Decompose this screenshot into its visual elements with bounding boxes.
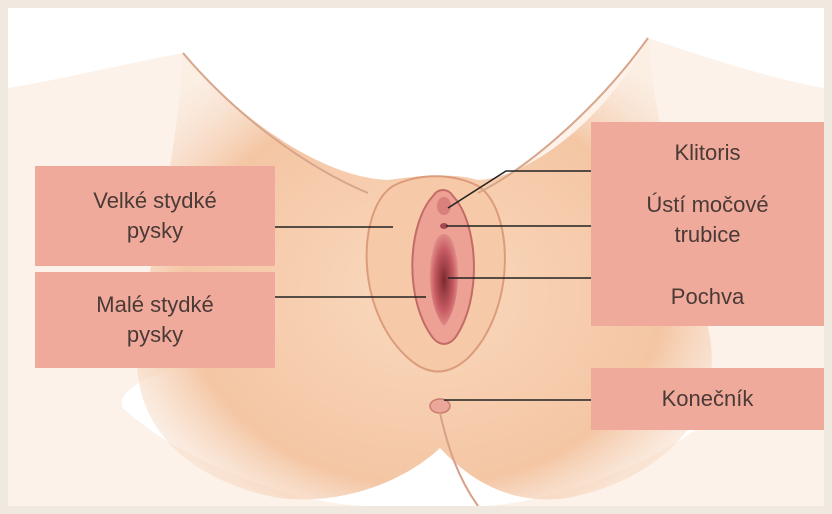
label-urethral-opening: Ústí močové trubice <box>591 172 824 268</box>
label-anus-text: Konečník <box>662 384 754 414</box>
label-inner-labia-line1: Malé stydké <box>96 290 213 320</box>
label-urethral-line2: trubice <box>674 220 740 250</box>
label-vagina: Pochva <box>591 268 824 326</box>
label-outer-labia-line1: Velké stydké <box>93 186 217 216</box>
label-urethral-line1: Ústí močové <box>646 190 768 220</box>
label-anus: Konečník <box>591 368 824 430</box>
clitoris <box>437 197 451 215</box>
anus <box>430 399 450 413</box>
label-inner-labia: Malé stydké pysky <box>35 272 275 368</box>
label-outer-labia: Velké stydké pysky <box>35 166 275 266</box>
diagram-frame: Velké stydké pysky Malé stydké pysky Kli… <box>8 8 824 506</box>
label-outer-labia-line2: pysky <box>127 216 183 246</box>
label-vagina-text: Pochva <box>671 282 744 312</box>
label-inner-labia-line2: pysky <box>127 320 183 350</box>
label-clitoris-text: Klitoris <box>674 138 740 168</box>
